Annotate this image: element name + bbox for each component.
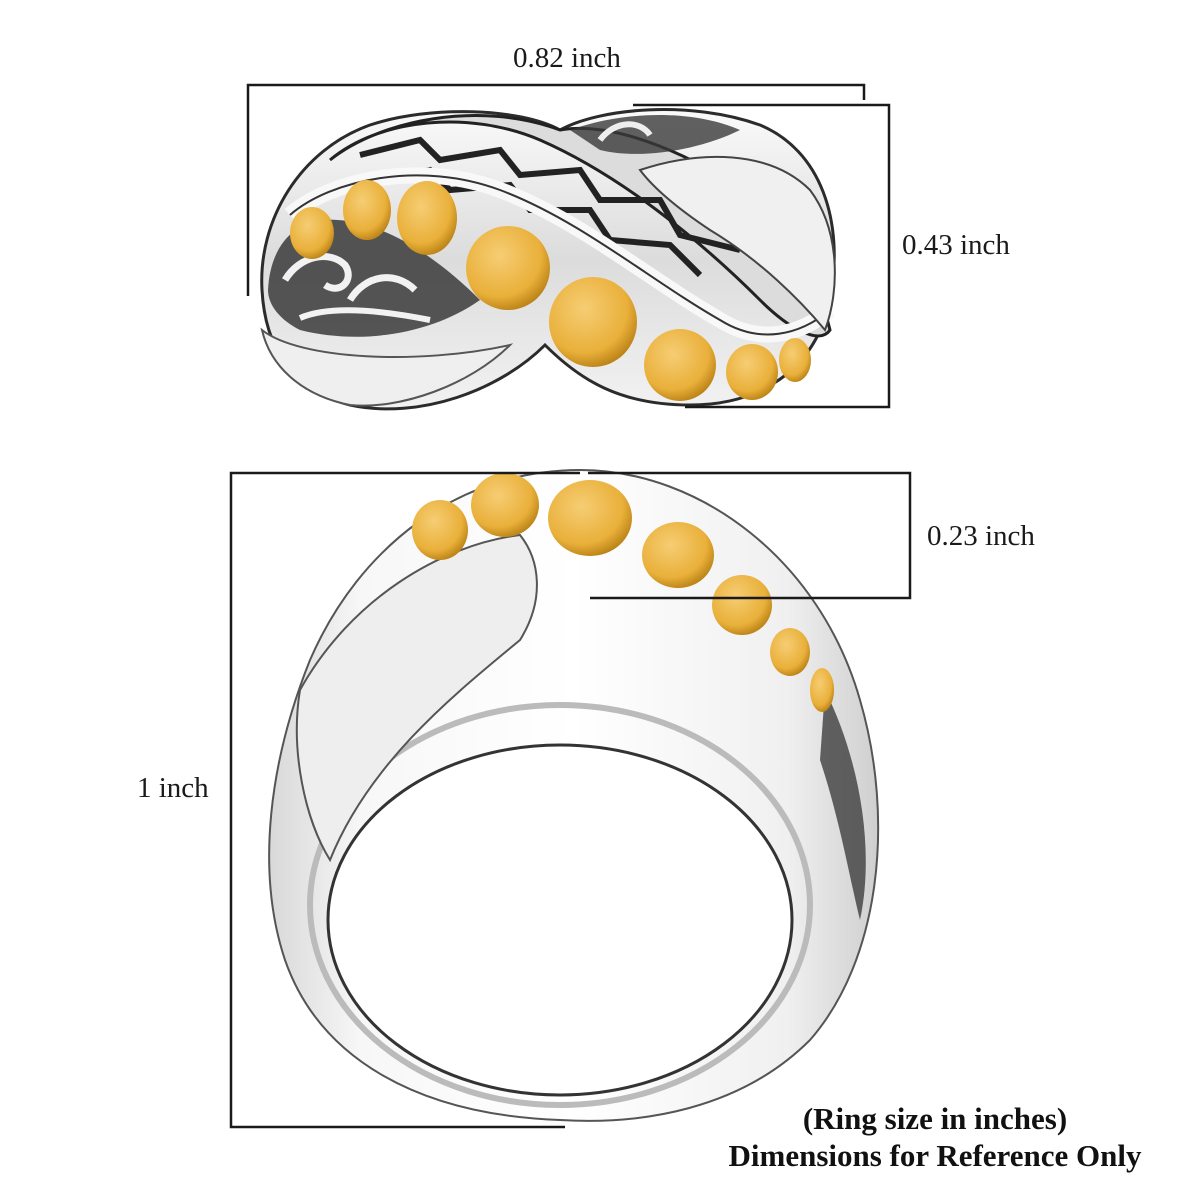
- reference-disclaimer: Dimensions for Reference Only: [728, 1138, 1142, 1174]
- gold-beads-front: [412, 473, 834, 712]
- band-height-dimension-label: 0.23 inch: [927, 520, 1035, 552]
- total-height-dimension-label: 1 inch: [137, 772, 209, 804]
- width-bracket-top: [246, 83, 866, 296]
- height-bracket-top: [633, 103, 891, 409]
- band-height-bracket: [588, 471, 912, 600]
- top-view-ring: [260, 108, 836, 411]
- height-dimension-label: 0.43 inch: [902, 229, 1010, 261]
- total-height-bracket: [229, 471, 580, 1129]
- gold-beads-top: [290, 180, 811, 401]
- front-view-ring: [268, 468, 880, 1122]
- ring-size-note: (Ring size in inches): [802, 1101, 1068, 1136]
- footer-note: (Ring size in inches) Dimensions for Ref…: [695, 1100, 1175, 1174]
- width-dimension-label: 0.82 inch: [513, 42, 621, 74]
- dimension-lines: [229, 83, 912, 1129]
